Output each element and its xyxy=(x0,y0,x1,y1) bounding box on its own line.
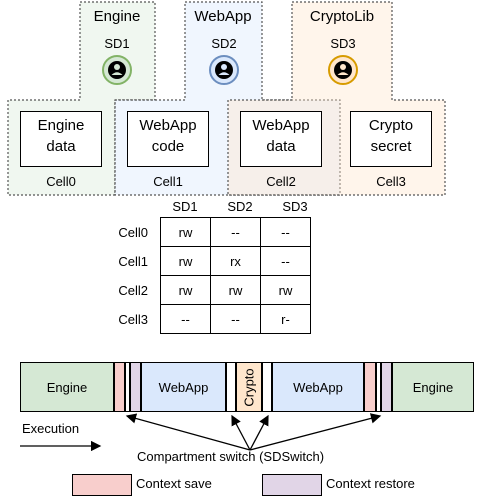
table-row: rw rx -- xyxy=(160,246,311,276)
sd-label-sd2: SD2 xyxy=(211,36,237,51)
perm-cell: rx xyxy=(210,246,261,276)
context-save-block xyxy=(364,362,376,412)
table-row: rw rw rw xyxy=(160,275,311,305)
perm-cell: -- xyxy=(260,217,311,247)
cell-box-line1: WebApp xyxy=(139,117,197,134)
perm-cell: rw xyxy=(160,246,211,276)
table-row: rw -- -- xyxy=(160,217,311,247)
timeline-webapp-2: WebApp xyxy=(272,362,364,412)
permission-table: rw -- -- rw rx -- rw rw rw -- -- r- xyxy=(160,217,311,334)
user-icon xyxy=(328,55,358,85)
perm-col-header: SD2 xyxy=(227,199,253,214)
segment-label: Engine xyxy=(412,379,454,395)
cell-box-0: Engine data xyxy=(20,111,102,167)
perm-cell: r- xyxy=(260,304,311,334)
perm-row-header: Cell1 xyxy=(118,254,148,269)
segment-label: Engine xyxy=(46,379,88,395)
switch-arrow xyxy=(249,413,382,451)
cell-box-line2: secret xyxy=(370,138,412,155)
perm-cell: -- xyxy=(260,246,311,276)
gap-block xyxy=(226,362,236,412)
cell-box-line1: Engine xyxy=(37,117,85,134)
perm-cell: -- xyxy=(210,217,261,247)
cell-box-line2: data xyxy=(266,138,296,155)
switch-label: Compartment switch (SDSwitch) xyxy=(137,449,325,464)
segment-label: WebApp xyxy=(293,379,343,395)
perm-cell: rw xyxy=(160,275,211,305)
context-save-block xyxy=(114,362,125,412)
gap-block xyxy=(262,362,272,412)
perm-row-header: Cell2 xyxy=(118,283,148,298)
legend-save-swatch xyxy=(72,474,132,496)
switch-arrow xyxy=(125,413,251,451)
legend-restore-label: Context restore xyxy=(326,476,415,491)
legend-save-label: Context save xyxy=(136,476,212,491)
cell-box-2: WebApp data xyxy=(240,111,322,167)
perm-col-header: SD1 xyxy=(172,199,198,214)
domain-title-engine: Engine xyxy=(93,8,141,25)
cell-label-1: Cell1 xyxy=(153,174,183,189)
domain-title-cryptolib: CryptoLib xyxy=(309,8,375,25)
sd-label-sd1: SD1 xyxy=(104,36,130,51)
cell-box-line2: data xyxy=(46,138,76,155)
cell-label-2: Cell2 xyxy=(266,174,296,189)
segment-label: WebApp xyxy=(158,379,209,395)
cell-box-line1: Crypto xyxy=(368,117,414,134)
perm-col-header: SD3 xyxy=(282,199,308,214)
perm-cell: rw xyxy=(160,217,211,247)
perm-cell: -- xyxy=(160,304,211,334)
execution-label: Execution xyxy=(22,421,80,436)
domain-title-webapp: WebApp xyxy=(194,8,252,25)
context-restore-block xyxy=(130,362,141,412)
cell-box-1: WebApp code xyxy=(127,111,209,167)
domain-regions xyxy=(7,1,446,196)
perm-cell: rw xyxy=(210,275,261,305)
gap-block xyxy=(376,362,381,412)
gap-block xyxy=(125,362,130,412)
user-icon xyxy=(102,55,132,85)
cell-label-0: Cell0 xyxy=(46,174,76,189)
legend-restore-swatch xyxy=(262,474,322,496)
segment-label: Crypto xyxy=(241,367,257,407)
user-icon xyxy=(209,55,239,85)
cell-label-3: Cell3 xyxy=(376,174,406,189)
table-row: -- -- r- xyxy=(160,304,311,334)
perm-cell: rw xyxy=(260,275,311,305)
perm-row-header: Cell3 xyxy=(118,312,148,327)
context-restore-block xyxy=(381,362,392,412)
timeline-arrows xyxy=(20,413,382,452)
timeline-engine-left: Engine xyxy=(20,362,114,412)
switch-arrow xyxy=(231,414,251,451)
sd-label-sd3: SD3 xyxy=(330,36,356,51)
cell-box-line2: code xyxy=(151,138,185,155)
switch-arrow xyxy=(249,414,269,451)
timeline-crypto: Crypto xyxy=(236,362,262,412)
perm-row-header: Cell0 xyxy=(118,225,148,240)
cell-box-line1: WebApp xyxy=(252,117,310,134)
cell-box-3: Crypto secret xyxy=(350,111,432,167)
perm-cell: -- xyxy=(210,304,261,334)
timeline-engine-right: Engine xyxy=(392,362,474,412)
timeline-webapp-1: WebApp xyxy=(141,362,226,412)
